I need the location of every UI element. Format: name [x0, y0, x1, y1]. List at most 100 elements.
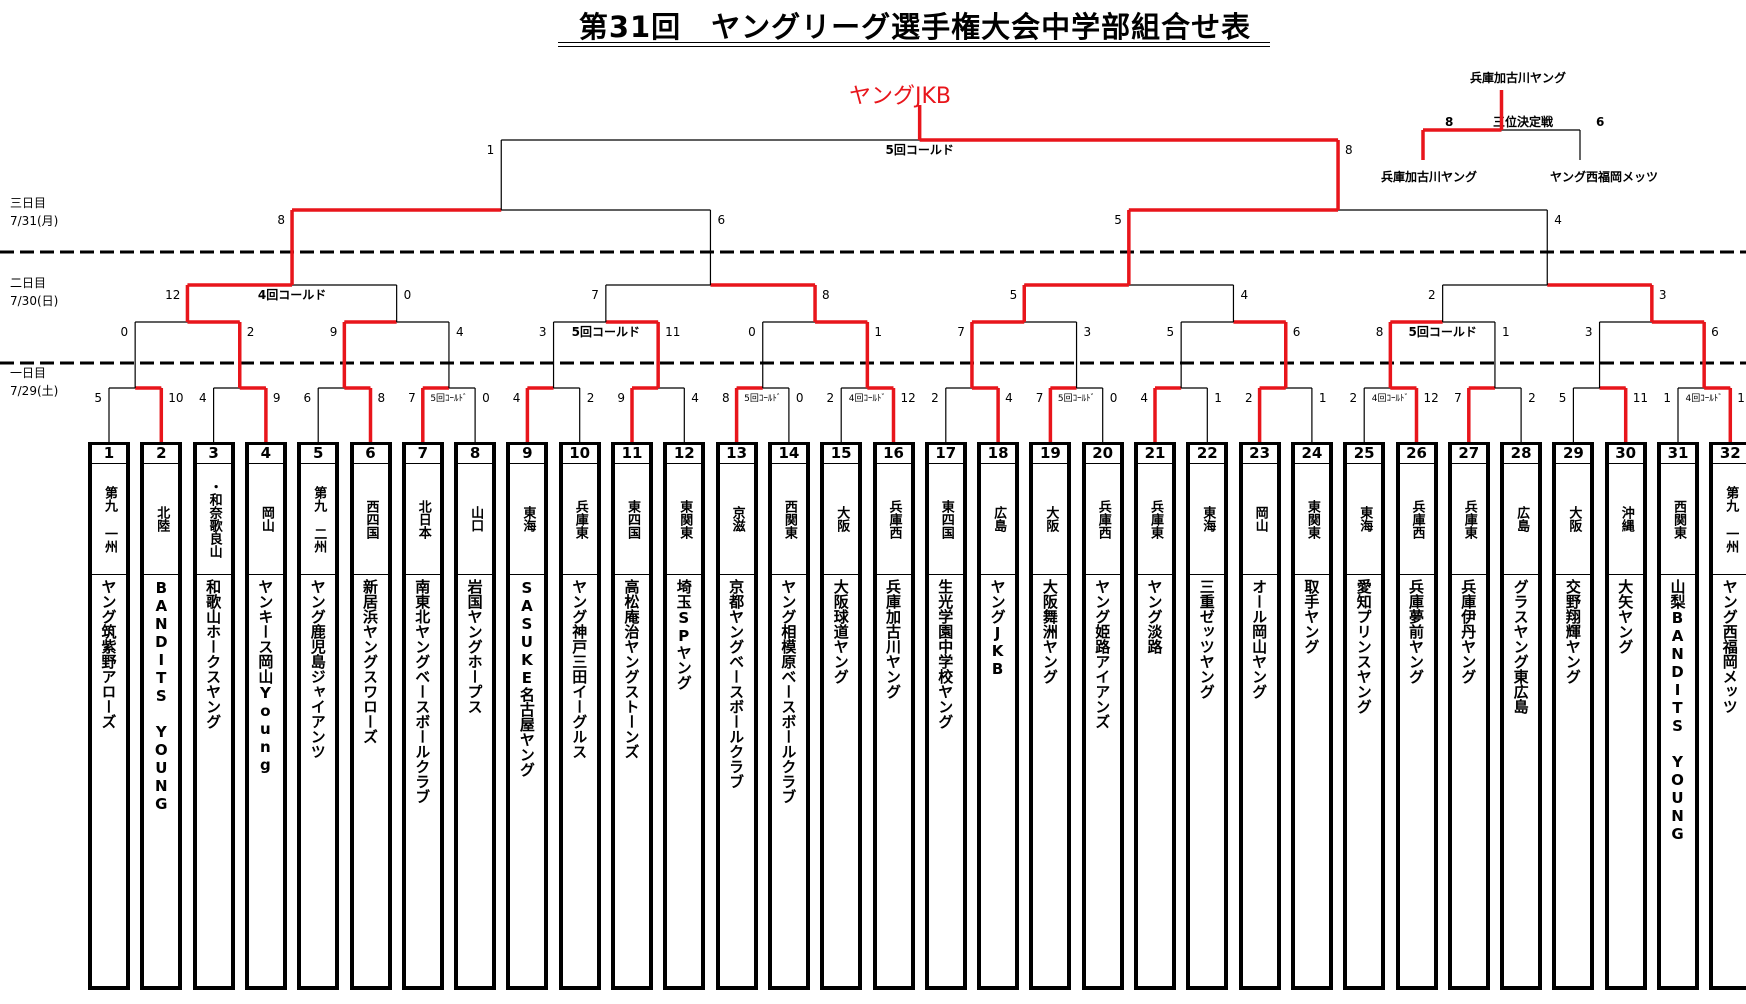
team-region: 広島 — [1504, 464, 1539, 575]
score-label: 0 — [121, 325, 129, 339]
team-region: 大阪 — [824, 464, 859, 575]
team-name: ヤング西福岡メッツ — [1720, 579, 1739, 714]
score-label: 2 — [587, 391, 595, 405]
called-game-note: 4回ｺｰﾙﾄﾞ — [1372, 393, 1409, 404]
score-label: 8 — [277, 213, 285, 227]
team-name: オール岡山ヤング — [1250, 579, 1269, 699]
team-number: 29 — [1556, 444, 1591, 464]
title-underline — [558, 42, 1270, 43]
team-name: 岩国ヤングホープス — [465, 579, 484, 714]
day-date: 7/29(土) — [10, 384, 59, 398]
score-label: 1 — [1663, 391, 1671, 405]
team-name: 兵庫加古川ヤング — [884, 579, 902, 699]
team-region: 岡山 — [1242, 464, 1277, 575]
score-label: 11 — [1633, 391, 1648, 405]
team-name: 山梨BANDITS YOUNG — [1668, 579, 1687, 843]
team-region: 東海 — [1347, 464, 1382, 575]
team-region: 東海 — [1190, 464, 1225, 575]
score-label: 2 — [827, 391, 835, 405]
team-name: 交野翔輝ヤング — [1563, 579, 1582, 684]
team-name: 新居浜ヤングスワローズ — [361, 579, 379, 744]
score-label: 2 — [1350, 391, 1358, 405]
team-region: 東海 — [510, 464, 545, 575]
score-label: 1 — [1319, 391, 1327, 405]
third-place-right-score: 6 — [1596, 115, 1605, 129]
score-label: 12 — [1424, 391, 1439, 405]
score-label: 4 — [1005, 391, 1013, 405]
team-number: 22 — [1190, 444, 1225, 464]
team-name: グラスヤング東広島 — [1511, 579, 1530, 714]
team-name: 京都ヤングベースボールクラブ — [727, 579, 746, 789]
score-label: 1 — [1502, 325, 1510, 339]
team-region: 西四国 — [353, 464, 388, 575]
score-label: 3 — [539, 325, 547, 339]
team-name: 取手ヤング — [1302, 579, 1321, 654]
team-region: 兵庫東 — [1451, 464, 1486, 575]
day-name: 一日目 — [10, 366, 47, 380]
team-name: 高松庵治ヤングストーンズ — [622, 579, 641, 759]
score-label: 4 — [1240, 288, 1248, 302]
third-place-right-team: ヤング西福岡メッツ — [1550, 170, 1659, 184]
title-underline — [558, 46, 1270, 47]
called-game-note: 4回ｺｰﾙﾄﾞ — [1686, 393, 1723, 404]
team-region: 東関東 — [1294, 464, 1329, 575]
team-region: 兵庫東 — [562, 464, 597, 575]
team-number: 15 — [824, 444, 859, 464]
score-label: 2 — [1428, 288, 1436, 302]
team-number: 5 — [301, 444, 336, 464]
day-label-1: 一日目 7/29(土) — [10, 364, 58, 400]
day-label-3: 三日目 7/31(月) — [10, 194, 58, 230]
team-region: 東関東 — [667, 464, 702, 575]
third-place-left-team: 兵庫加古川ヤング — [1381, 170, 1478, 184]
score-label: 5 — [1559, 391, 1567, 405]
third-place-winner: 兵庫加古川ヤング — [1470, 71, 1567, 85]
team-number: 8 — [458, 444, 493, 464]
team-name: 大矢ヤング — [1616, 579, 1635, 654]
score-label: 4 — [1554, 213, 1562, 227]
score-label: 7 — [1454, 391, 1462, 405]
team-number: 17 — [928, 444, 963, 464]
team-number: 11 — [615, 444, 649, 464]
team-name: 大阪舞洲ヤング — [1040, 579, 1059, 684]
team-region: 北日本 — [405, 464, 440, 575]
team-number: 25 — [1347, 444, 1382, 464]
score-label: 4 — [199, 391, 207, 405]
score-label: 11 — [1737, 391, 1746, 405]
team-name: ヤンキース岡山Young — [256, 579, 275, 774]
score-label: 9 — [330, 325, 338, 339]
team-region: 第九 一州 — [1713, 464, 1746, 575]
score-label: 6 — [1293, 325, 1301, 339]
score-label: 7 — [408, 391, 416, 405]
score-label: 2 — [1245, 391, 1253, 405]
team-region: 沖縄 — [1608, 464, 1643, 575]
score-label: 6 — [1711, 325, 1719, 339]
score-label: 1 — [874, 325, 882, 339]
score-label: 11 — [665, 325, 680, 339]
team-name: 三重ゼッツヤング — [1197, 579, 1216, 699]
team-number: 13 — [719, 444, 754, 464]
day-label-2: 二日目 7/30(日) — [10, 274, 58, 310]
score-label: 0 — [796, 391, 804, 405]
score-label: 1 — [487, 143, 495, 157]
score-label: 9 — [617, 391, 625, 405]
team-name: BANDITS YOUNG — [152, 579, 171, 813]
score-label: 7 — [957, 325, 965, 339]
team-name: ヤング神戸三田イーグルス — [570, 579, 589, 759]
team-name: 愛知プリンスヤング — [1354, 579, 1373, 714]
team-region: 大阪 — [1556, 464, 1591, 575]
team-region: 西関東 — [1661, 464, 1695, 575]
team-number: 7 — [405, 444, 440, 464]
score-label: 5 — [1167, 325, 1175, 339]
team-number: 10 — [562, 444, 597, 464]
